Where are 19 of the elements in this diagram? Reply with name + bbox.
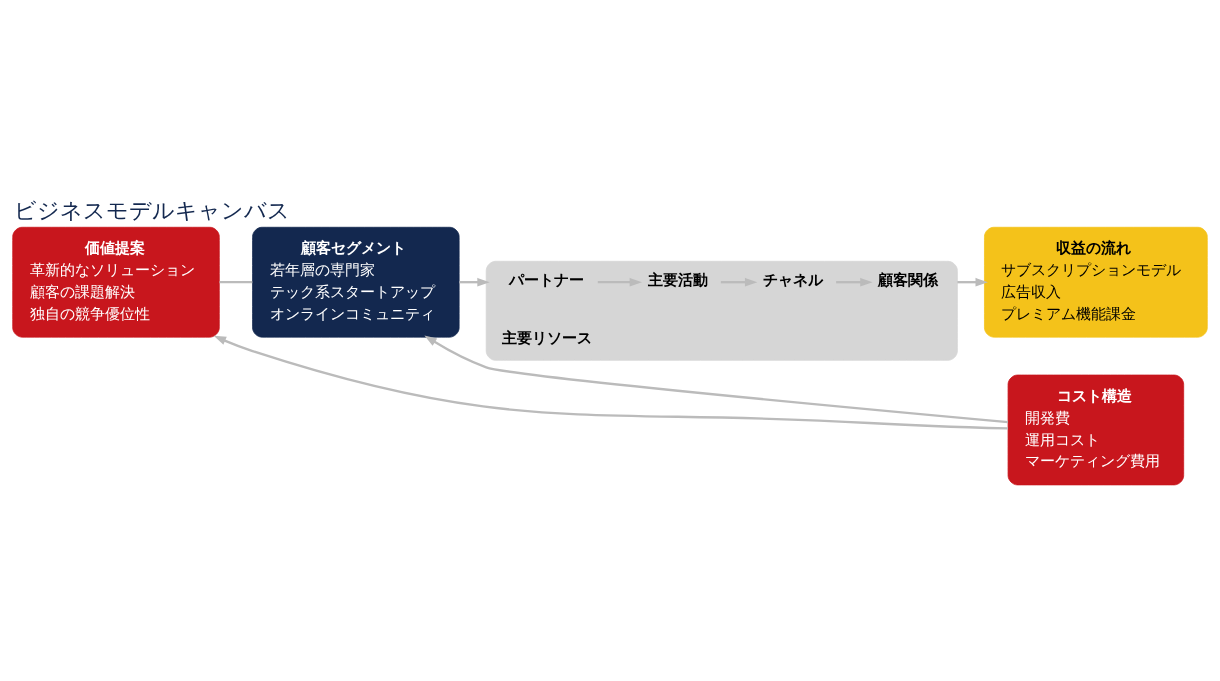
- connector: [219, 280, 253, 283]
- node-text: 顧客関係: [878, 270, 939, 289]
- arrow: [424, 334, 1009, 423]
- node-text: パートナー: [509, 270, 585, 289]
- arrow: [720, 277, 758, 287]
- node-text: 主要リソース: [501, 328, 592, 347]
- node-box: 収益の流れ サブスクリプションモデル 広告収入 プレミアム機能課金: [984, 226, 1208, 337]
- node-box: 価値提案 革新的なソリューション 顧客の課題解決 独自の競争優位性: [12, 226, 220, 337]
- arrow: [836, 277, 873, 287]
- node-box: コスト構造 開発費 運用コスト マーケティング費用: [1007, 374, 1185, 485]
- node-text: 主要活動: [647, 270, 708, 289]
- node-box: 顧客セグメント 若年層の専門家 テック系スタートアップ オンラインコミュニティ: [252, 226, 460, 337]
- diagram-title: ビジネスモデルキャンバス: [13, 197, 290, 223]
- node-text: チャネル: [763, 270, 824, 289]
- arrow: [213, 335, 1008, 430]
- arrow: [957, 277, 988, 287]
- arrow: [597, 277, 643, 287]
- cluster: [485, 260, 958, 361]
- arrow: [459, 277, 490, 287]
